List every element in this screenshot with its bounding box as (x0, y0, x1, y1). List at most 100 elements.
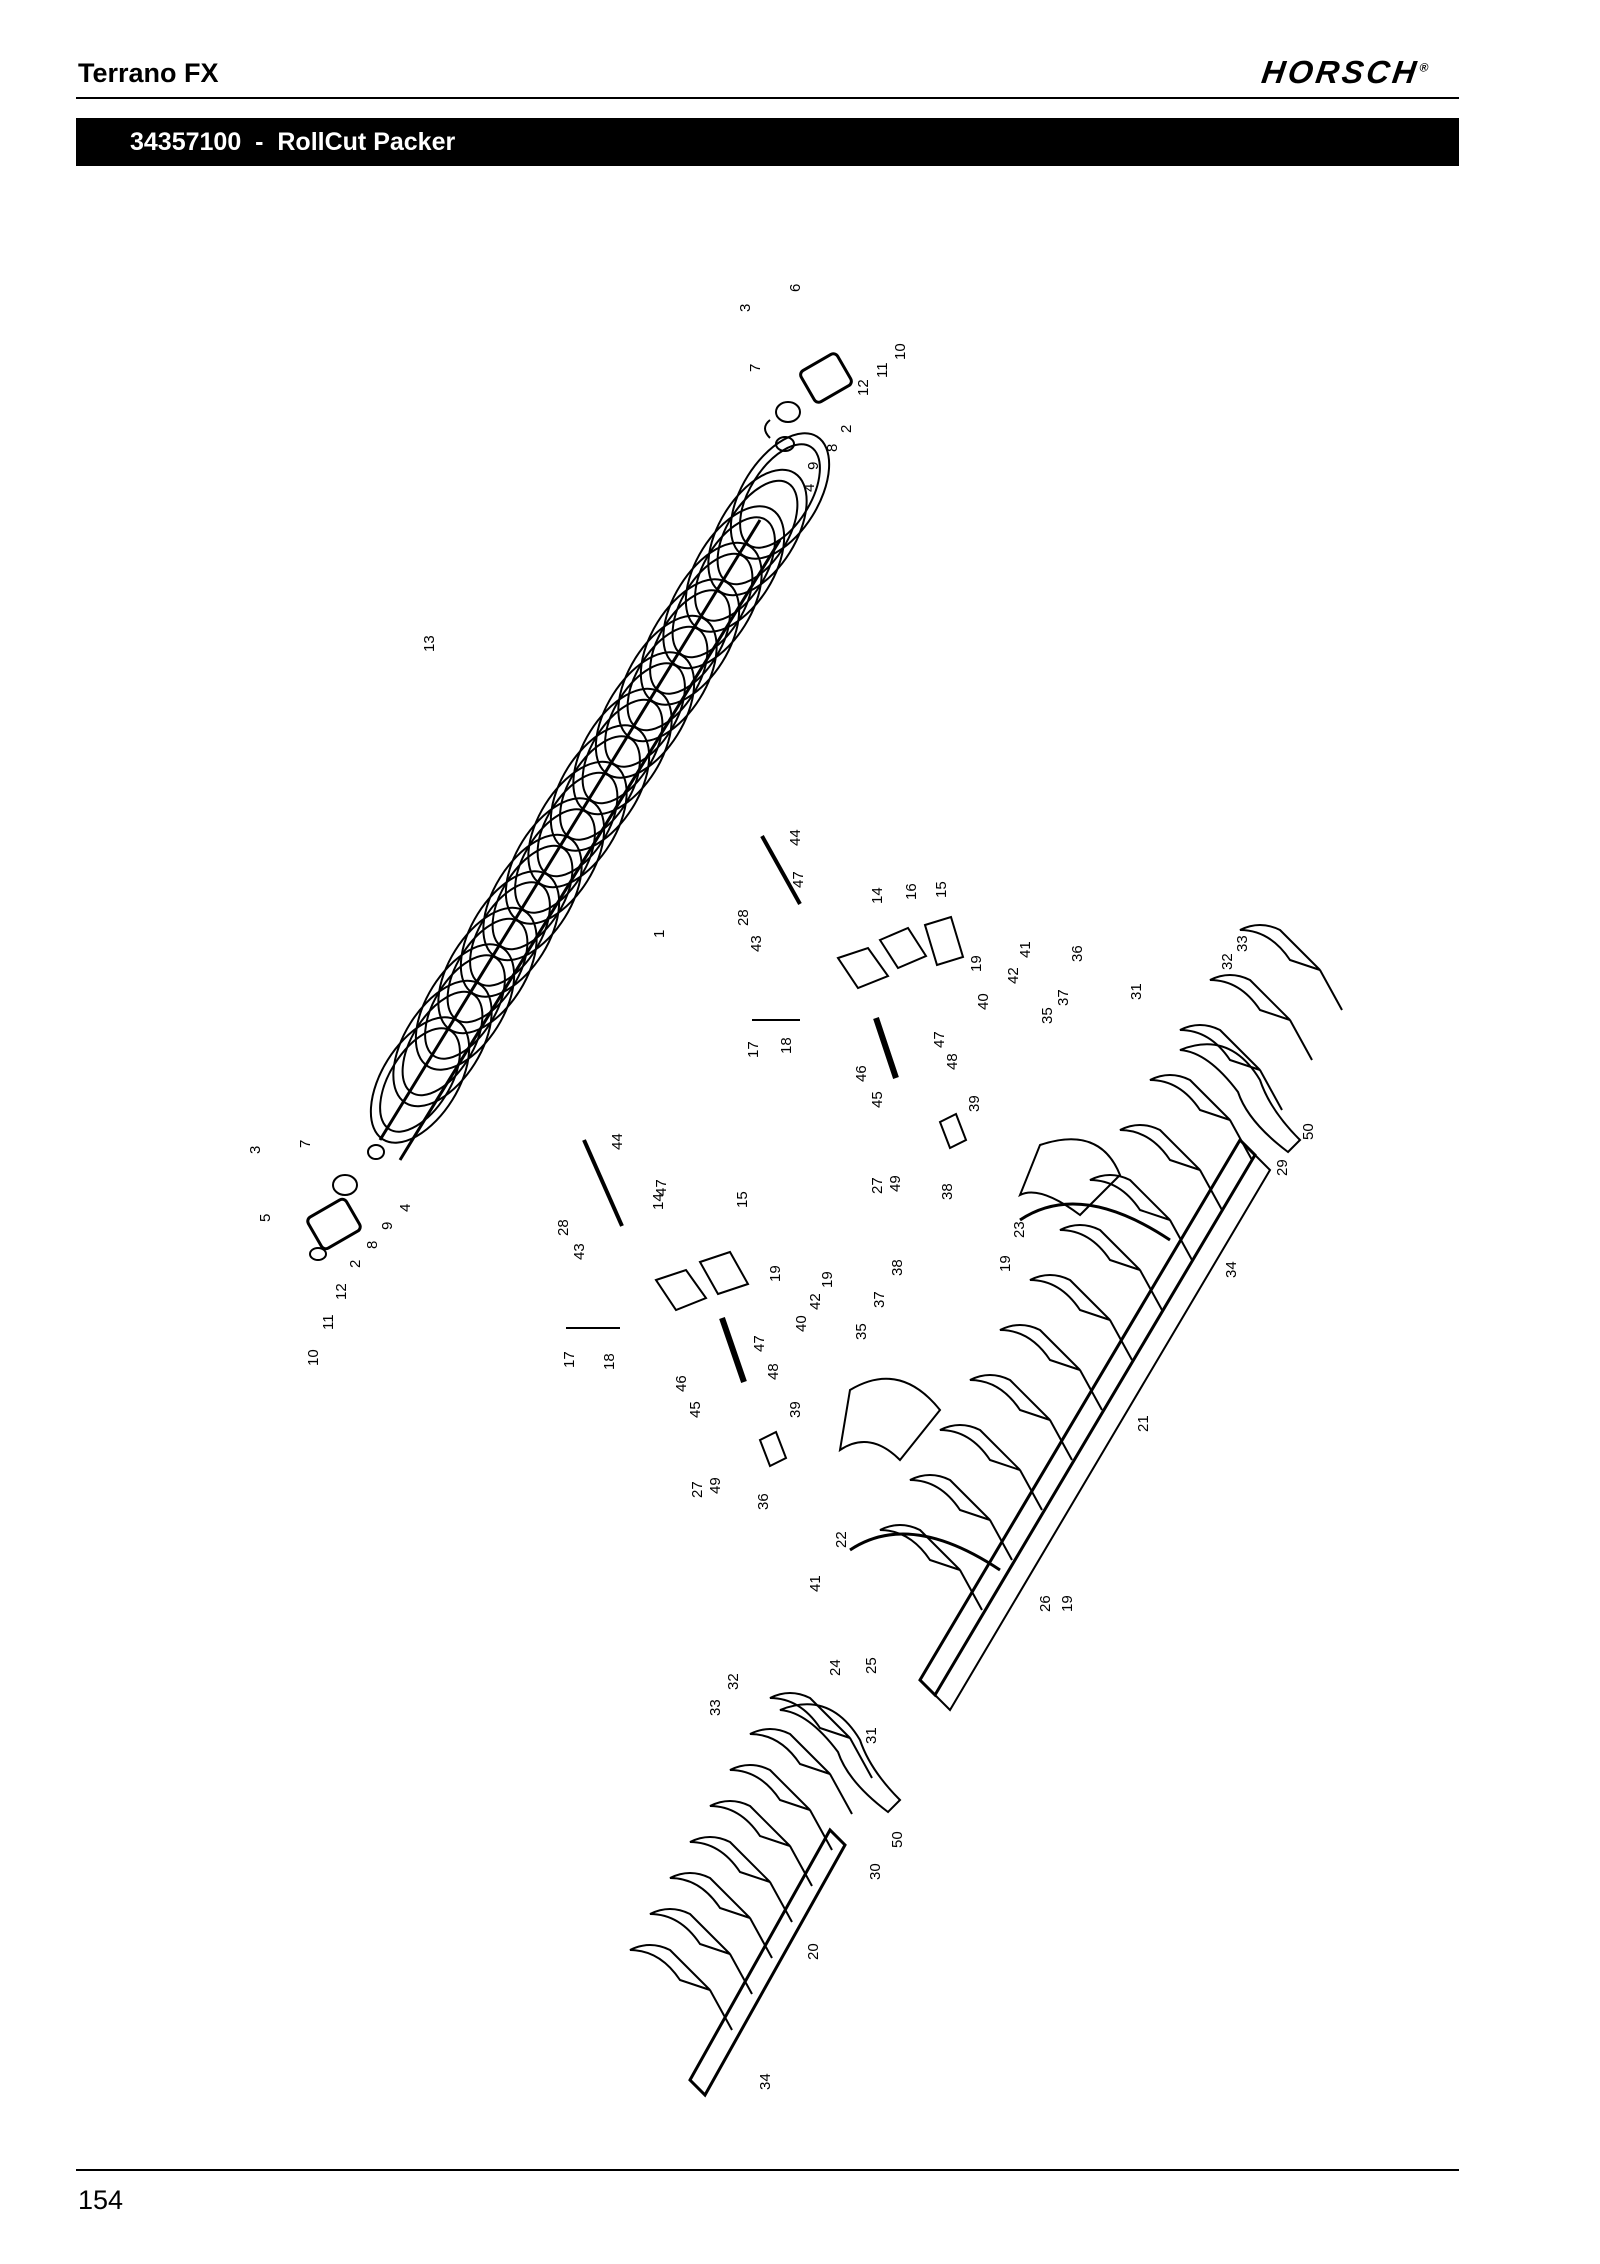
part-number-p11b: 11 (320, 1314, 337, 1330)
tine-stem (1199, 1169, 1223, 1211)
part-number-p46a: 46 (853, 1065, 870, 1082)
footer-rule (76, 2169, 1459, 2171)
part-number-p10a: 10 (892, 343, 909, 360)
scraper-tine (1149, 1074, 1231, 1121)
scraper-tine (999, 1324, 1081, 1371)
part-number-p37a: 37 (1055, 989, 1072, 1006)
scraper-tine (1179, 1024, 1261, 1071)
section-number: 34357100 (130, 128, 242, 156)
part-number-p12b: 12 (333, 1283, 350, 1300)
part-number-p50b: 50 (889, 1831, 906, 1848)
roller-ring (707, 468, 808, 597)
part-number-p8a: 8 (824, 444, 841, 452)
part-number-p33b: 33 (707, 1699, 724, 1716)
roller-ring (739, 443, 821, 549)
tine-stem (989, 1519, 1013, 1561)
part-number-p42b: 42 (807, 1293, 824, 1310)
scraper-tine (1029, 1274, 1111, 1321)
part-number-p32b: 32 (725, 1673, 742, 1690)
part-number-p29: 29 (1274, 1159, 1291, 1176)
part-number-p21: 21 (1135, 1415, 1152, 1432)
part-number-p17b: 17 (561, 1351, 578, 1368)
scraper-tine (1119, 1124, 1201, 1171)
part-number-p25: 25 (863, 1657, 880, 1674)
part-number-p7a: 7 (747, 364, 764, 372)
part-number-p31b: 31 (863, 1727, 880, 1744)
part-number-p34a: 34 (1223, 1261, 1240, 1278)
part-number-p45b: 45 (687, 1401, 704, 1418)
part-number-p36a: 36 (1069, 945, 1086, 962)
tine-stem (1259, 1069, 1283, 1111)
part-number-p34b: 34 (757, 2073, 774, 2090)
part-number-p7b: 7 (297, 1140, 314, 1148)
part-number-p47c: 47 (653, 1179, 670, 1196)
tine-stem (709, 1989, 733, 2031)
part-number-p35a: 35 (1039, 1007, 1056, 1024)
scraper-frame-upper (838, 924, 1343, 1712)
part-number-p22: 22 (833, 1531, 850, 1548)
section-name: RollCut Packer (277, 128, 456, 156)
part-number-p26: 26 (1037, 1595, 1054, 1612)
part-number-p16a: 16 (903, 883, 920, 900)
part-number-p24: 24 (827, 1659, 844, 1676)
section-header-bar: 34357100 - RollCut Packer (76, 118, 1459, 166)
document-title: Terrano FX (78, 58, 219, 88)
part-number-p28a: 28 (735, 909, 752, 926)
tine-stem (1109, 1319, 1133, 1361)
tine-stem (1319, 969, 1343, 1011)
part-number-p45a: 45 (869, 1091, 886, 1108)
part-number-p23: 23 (1011, 1221, 1028, 1238)
page-number: 154 (78, 2185, 124, 2215)
scraper-tine (1059, 1224, 1141, 1271)
upper-adjuster-group (752, 835, 968, 1150)
part-number-p44a: 44 (787, 829, 804, 846)
part-number-p38b: 38 (889, 1259, 906, 1276)
tine-stem (1019, 1469, 1043, 1511)
part-number-p44b: 44 (609, 1133, 626, 1150)
part-number-p27a: 27 (869, 1177, 886, 1194)
part-number-p40a: 40 (975, 993, 992, 1010)
part-number-p8b: 8 (364, 1241, 381, 1249)
part-number-p14b: 14 (650, 1193, 667, 1210)
scraper-tine (879, 1524, 961, 1571)
part-number-p42a: 42 (1005, 967, 1022, 984)
roller-ring (729, 432, 831, 560)
part-number-p9a: 9 (805, 462, 822, 470)
part-number-p19d: 19 (819, 1271, 836, 1288)
part-number-p3a: 3 (737, 304, 754, 312)
bearing-assembly-top (764, 352, 853, 452)
part-number-p3b: 3 (247, 1146, 264, 1154)
part-number-p2b: 2 (347, 1260, 364, 1268)
scraper-tine (709, 1800, 791, 1847)
scraper-tine (769, 1692, 851, 1739)
tine-stem (1229, 1119, 1253, 1161)
part-number-p4a: 4 (801, 484, 818, 492)
part-number-p15a: 15 (933, 881, 950, 898)
part-number-p11a: 11 (874, 362, 891, 378)
tine-stem (749, 1917, 773, 1959)
scraper-tine (1239, 924, 1321, 971)
part-number-p1: 1 (651, 930, 668, 938)
part-number-p49a: 49 (887, 1175, 904, 1192)
bearing-assembly-bottom (306, 1144, 385, 1261)
part-number-p49b: 49 (707, 1477, 724, 1494)
part-number-p4b: 4 (397, 1204, 414, 1212)
part-number-p41a: 41 (1017, 941, 1034, 958)
part-number-p17a: 17 (745, 1041, 762, 1058)
tine-stem (1139, 1269, 1163, 1311)
part-number-p5b: 5 (257, 1214, 274, 1222)
part-number-p31a: 31 (1128, 983, 1145, 1000)
tine-stem (959, 1569, 983, 1611)
tine-stem (1169, 1219, 1193, 1261)
part-number-p6a: 6 (787, 284, 804, 292)
part-number-p47d: 47 (751, 1335, 768, 1352)
part-number-p14a: 14 (869, 887, 886, 904)
part-number-p47b: 47 (931, 1031, 948, 1048)
part-number-p2a: 2 (838, 425, 855, 433)
roller-ring (684, 505, 786, 633)
tine-stem (849, 1737, 873, 1779)
scraper-tine (1089, 1174, 1171, 1221)
scraper-tine (1209, 974, 1291, 1021)
